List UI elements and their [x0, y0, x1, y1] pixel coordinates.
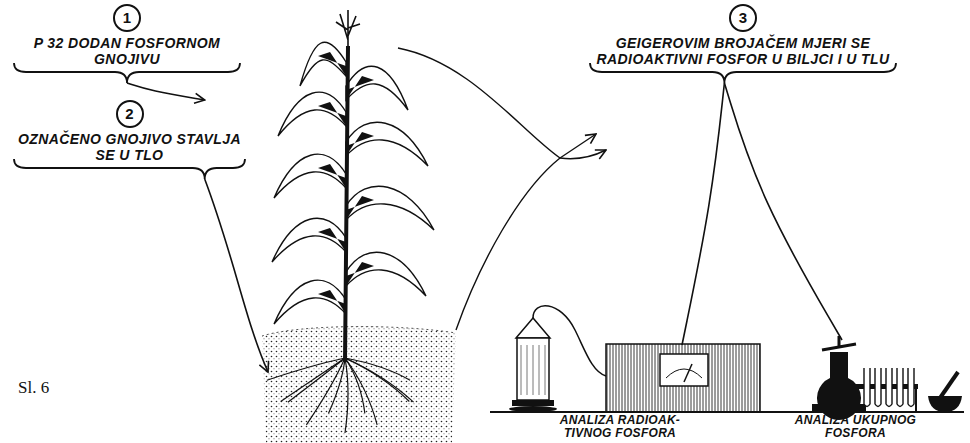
stalk — [345, 46, 348, 362]
step-text: OZNAČENO GNOJIVO STAVLJA SE U TLO — [12, 131, 247, 163]
root — [345, 358, 348, 433]
leaf — [346, 186, 434, 230]
test-tube — [864, 368, 870, 407]
leaf-sheath — [318, 52, 346, 76]
callout-number: 1 — [113, 4, 141, 32]
leaf — [274, 280, 346, 324]
root — [345, 358, 414, 402]
test-tube — [897, 368, 903, 407]
leaf — [346, 252, 426, 296]
leaf-sheath — [318, 228, 346, 252]
leaf-sheath — [346, 262, 374, 286]
geiger-tube — [509, 318, 557, 412]
braces — [14, 63, 896, 372]
step-note: 2OZNAČENO GNOJIVO STAVLJA SE U TLO — [12, 100, 247, 179]
leaf — [346, 66, 408, 110]
analysis-label: ANALIZA RADIOAK- TIVNOG FOSFORA — [540, 345, 700, 440]
callout-number: 3 — [729, 4, 757, 32]
connectors — [127, 83, 842, 345]
leaf — [346, 122, 428, 166]
step-text: ANALIZA RADIOAK- TIVNOG FOSFORA — [540, 414, 700, 440]
leaf-sheath — [318, 164, 346, 188]
step-text: P 32 DODAN FOSFORNOM GNOJIVU — [12, 35, 242, 67]
leaf-sheath — [346, 196, 374, 220]
analysis-label: ANALIZA UKUPNOG FOSFORA — [778, 340, 933, 440]
figure-label: Sl. 6 — [18, 378, 49, 398]
test-tube — [886, 368, 892, 407]
root — [306, 358, 345, 425]
step-text: ANALIZA UKUPNOG FOSFORA — [778, 414, 933, 440]
root — [345, 358, 377, 425]
root — [267, 358, 345, 380]
connector — [724, 83, 842, 340]
step-note: 1 P 32 DODAN FOSFORNOM GNOJIVU — [12, 4, 242, 83]
roots — [267, 358, 414, 433]
connector — [682, 83, 724, 345]
leaf — [274, 154, 346, 198]
step-note: 3GEIGEROVIM BROJAČEM MJERI SE RADIOAKTIV… — [588, 4, 898, 83]
test-tube — [875, 368, 881, 407]
callout-number: 2 — [116, 100, 144, 128]
leaf-sheath — [346, 76, 374, 100]
leader-line — [398, 48, 560, 158]
leader-line — [456, 158, 560, 330]
tassel — [336, 10, 360, 48]
leaf — [278, 92, 346, 136]
leaf-sheath — [318, 102, 346, 126]
soil — [262, 327, 456, 443]
leader-arrow — [560, 134, 596, 158]
soil-top — [262, 327, 456, 336]
step-text: GEIGEROVIM BROJAČEM MJERI SE RADIOAKTIVN… — [588, 35, 898, 67]
counter-meter — [606, 344, 760, 412]
root — [345, 358, 409, 401]
leader-arrow — [205, 179, 268, 372]
leaf-sheath — [318, 290, 346, 314]
leader-arrow — [560, 150, 606, 159]
table-line — [490, 411, 964, 413]
test-tube — [908, 368, 914, 407]
test-tube-rack — [856, 368, 918, 412]
leaf — [300, 42, 346, 86]
connector — [127, 83, 205, 100]
root — [281, 358, 345, 401]
cable — [533, 306, 606, 376]
maize-plant — [272, 10, 434, 362]
leaf-sheath — [346, 132, 374, 156]
mortar — [928, 372, 962, 412]
leaf — [272, 218, 346, 262]
